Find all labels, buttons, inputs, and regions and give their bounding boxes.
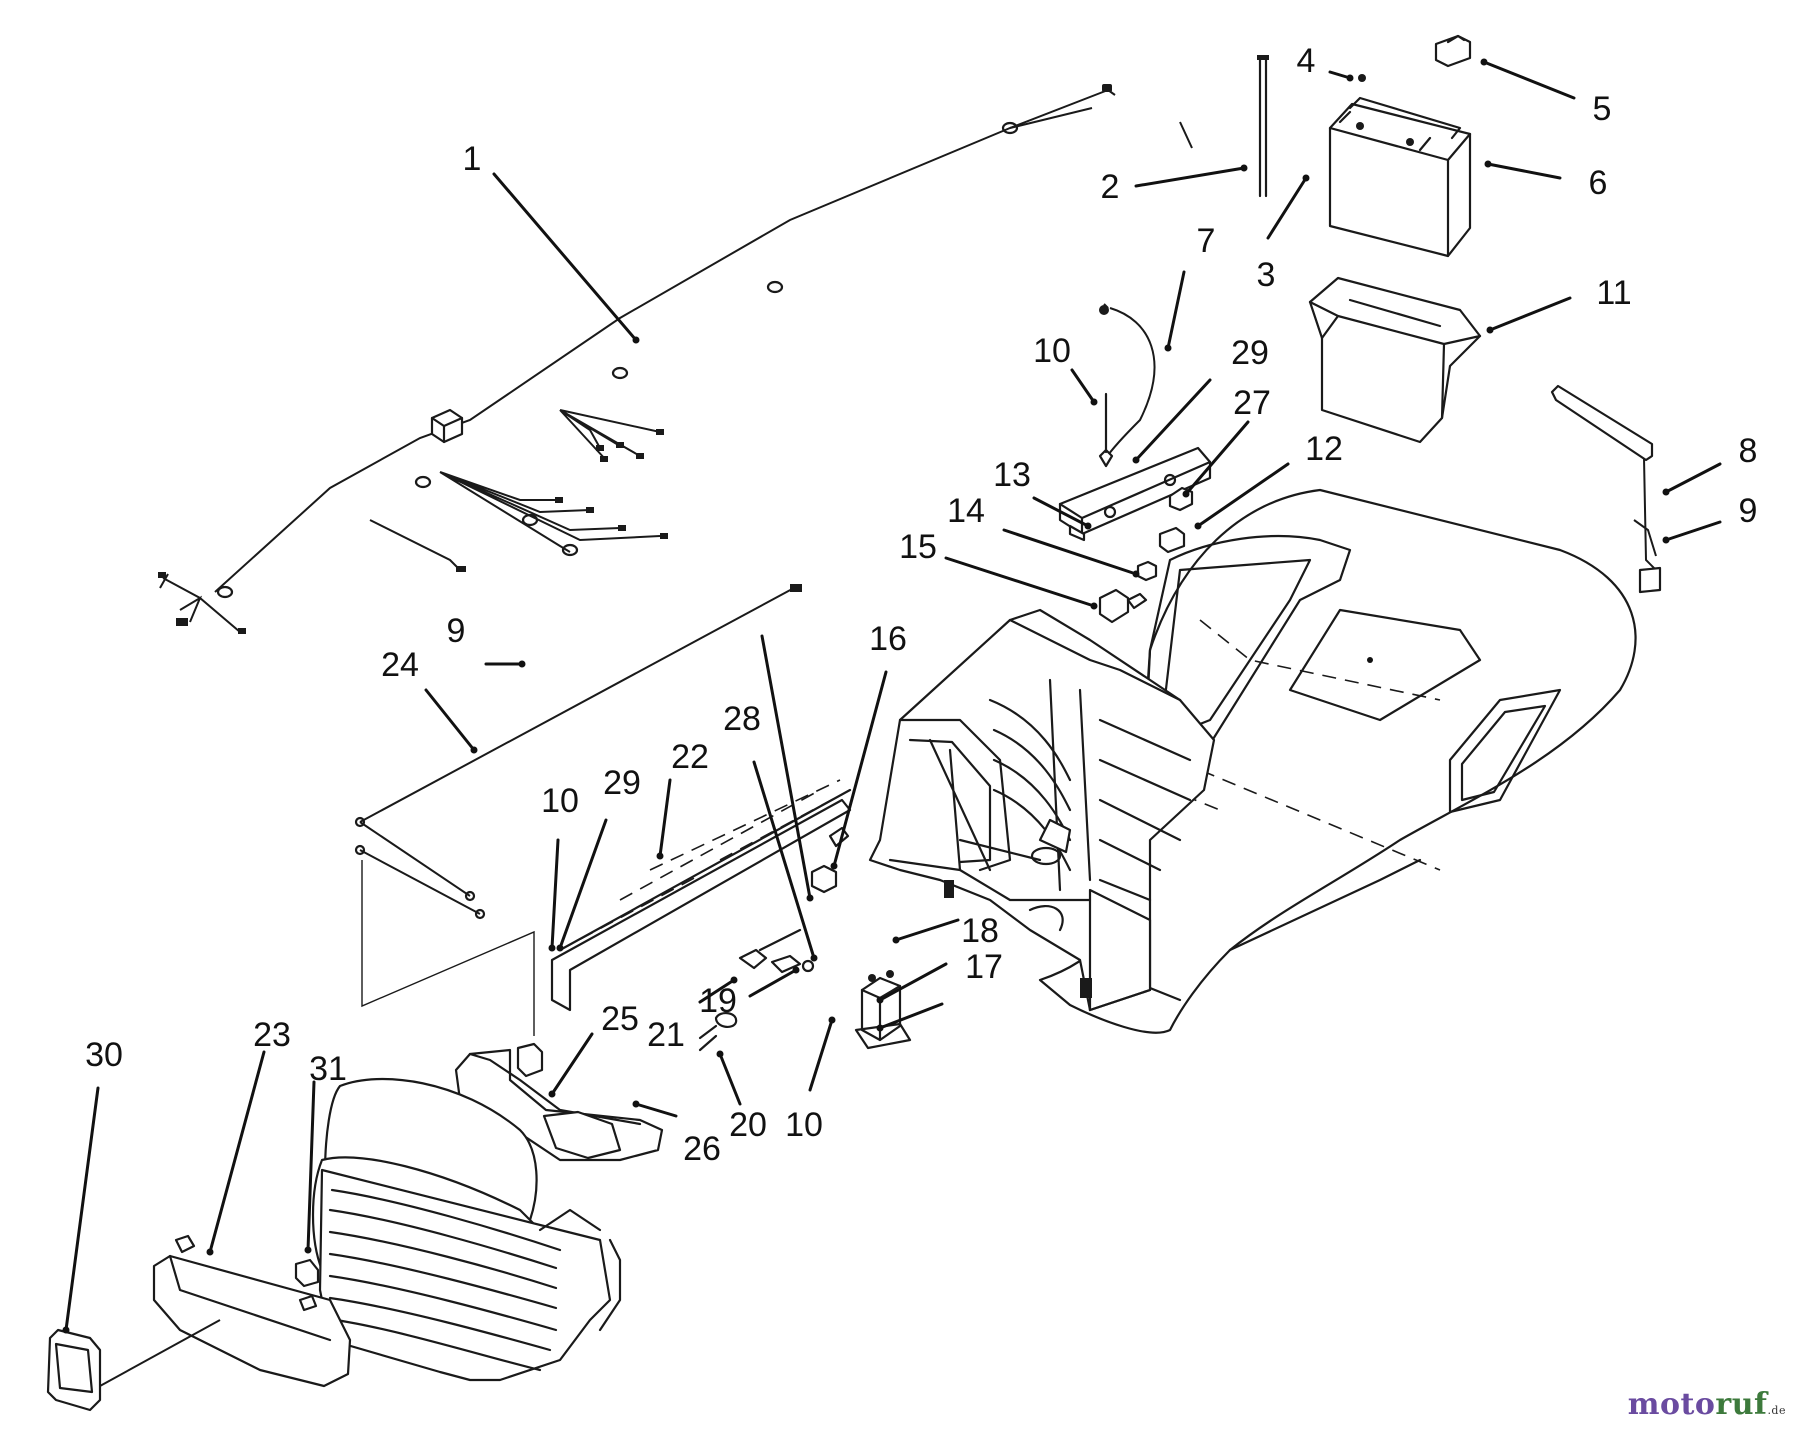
battery-tray [1308, 276, 1482, 444]
watermark-suffix: .de [1767, 1404, 1786, 1417]
wiring-harness [158, 84, 1193, 634]
battery-rod [1257, 55, 1269, 198]
callout-27: 27 [1233, 384, 1271, 422]
callout-8: 8 [1739, 432, 1758, 470]
headlight-bracket [424, 1042, 664, 1162]
callout-7: 7 [1197, 222, 1216, 260]
callout-21: 21 [647, 1016, 685, 1054]
callout-18: 18 [961, 912, 999, 950]
switch-bracket [1058, 392, 1212, 542]
callout-23: 23 [253, 1016, 291, 1054]
mounting-bracket [550, 779, 852, 1012]
emblem-frame [46, 1319, 221, 1412]
callout-20: 20 [729, 1106, 767, 1144]
callout-9-harness: 9 [447, 612, 466, 650]
callout-29-chassis: 29 [603, 764, 641, 802]
clip [698, 1012, 738, 1052]
callout-29-bracket: 29 [1231, 334, 1269, 372]
headlight-cable [354, 584, 802, 920]
dash-tower [868, 608, 1216, 1012]
terminal-boot [1434, 34, 1472, 68]
callout-5: 5 [1593, 90, 1612, 128]
leader-box [361, 860, 535, 1036]
callout-24: 24 [381, 646, 419, 684]
callout-28: 28 [723, 700, 761, 738]
callout-12: 12 [1305, 430, 1343, 468]
starter-solenoid [854, 970, 912, 1050]
callout-10-bracket: 10 [1033, 332, 1071, 370]
hood [311, 1077, 622, 1382]
battery [1328, 74, 1472, 258]
callout-6: 6 [1589, 164, 1608, 202]
callout-1: 1 [463, 140, 482, 178]
callout-13: 13 [993, 456, 1031, 494]
callout-17: 17 [965, 948, 1003, 986]
relay [810, 864, 838, 894]
callout-4: 4 [1297, 42, 1316, 80]
leader-lines [62, 58, 1722, 1334]
callout-19: 19 [699, 982, 737, 1020]
watermark-part1: moto [1627, 1387, 1716, 1422]
callout-10-chassis: 10 [541, 782, 579, 820]
key-switch [1098, 588, 1148, 624]
battery-cable [1099, 303, 1156, 459]
callout-30: 30 [85, 1036, 123, 1074]
callout-2: 2 [1101, 168, 1120, 206]
ignition-switch [1158, 526, 1186, 554]
battery-strap [1550, 384, 1662, 594]
callout-15: 15 [899, 528, 937, 566]
callout-10-solenoid: 10 [785, 1106, 823, 1144]
callout-31: 31 [309, 1050, 347, 1088]
callout-labels: 1 2 3 4 5 6 7 8 9 9 10 10 10 11 12 13 14… [85, 42, 1757, 1168]
callout-3: 3 [1257, 256, 1276, 294]
callout-16: 16 [869, 620, 907, 658]
callout-14: 14 [947, 492, 985, 530]
ignition-nut [1136, 560, 1158, 582]
callout-25: 25 [601, 1000, 639, 1038]
callout-22: 22 [671, 738, 709, 776]
bumper [152, 1234, 352, 1388]
watermark-part2: ruf [1715, 1387, 1768, 1422]
site-watermark: motoruf.de [1628, 1387, 1786, 1422]
callout-9-strap: 9 [1739, 492, 1758, 530]
callout-11: 11 [1596, 274, 1631, 312]
callout-26: 26 [683, 1130, 721, 1168]
